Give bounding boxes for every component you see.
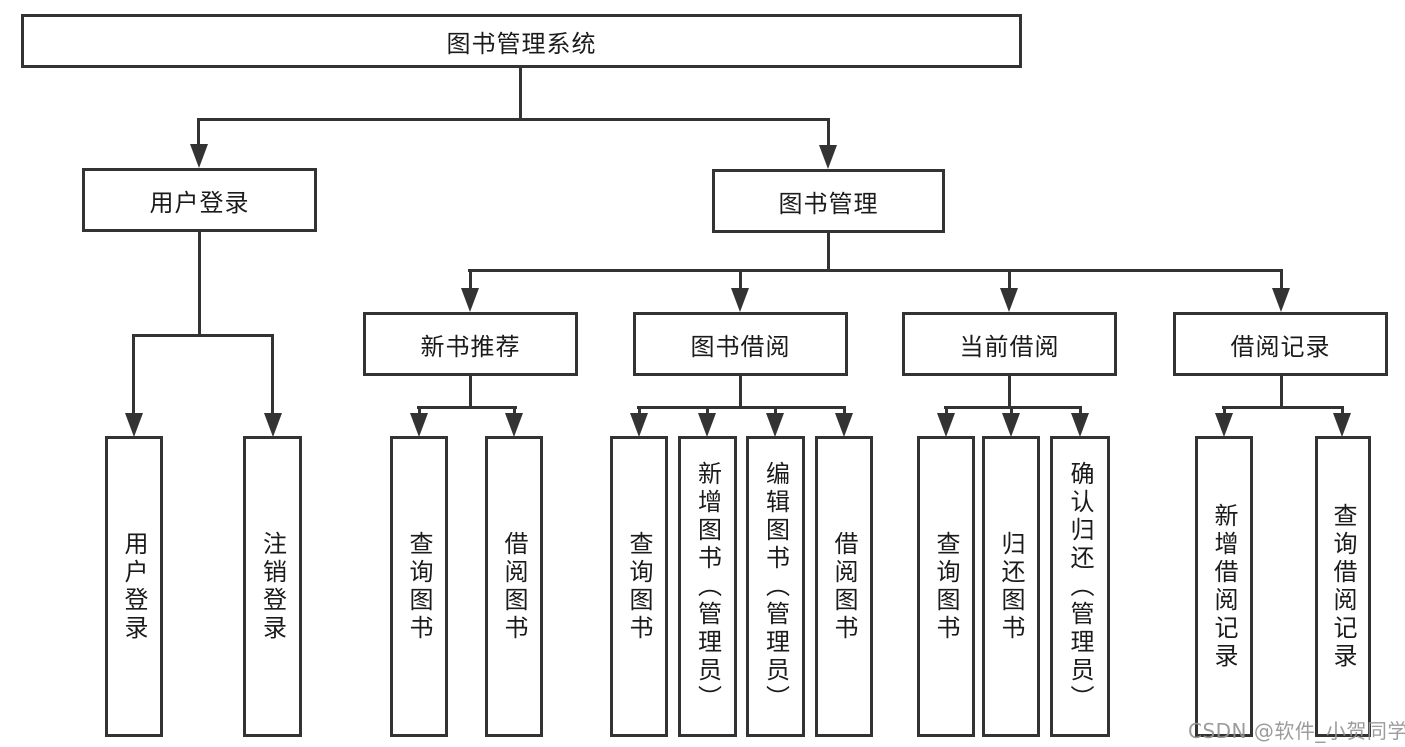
arrowhead-down-icon — [505, 413, 523, 437]
connector-line — [1280, 269, 1283, 292]
arrowhead-down-icon — [819, 145, 837, 169]
connector-line — [132, 334, 135, 415]
leaf-edit-book-admin: 编辑图书（管理员） — [746, 436, 805, 737]
connector-line — [198, 232, 201, 337]
leaf-label: 归还图书 — [997, 530, 1025, 643]
arrowhead-down-icon — [630, 413, 648, 437]
connector-line — [1223, 406, 1226, 417]
leaf-label: 新增借阅记录 — [1210, 502, 1238, 671]
connector-line — [706, 406, 709, 417]
connector-line — [469, 376, 472, 409]
leaf-add-book-admin: 新增图书（管理员） — [678, 436, 737, 737]
arrowhead-down-icon — [698, 413, 716, 437]
node-borrow-records: 借阅记录 — [1173, 312, 1388, 376]
connector-line — [638, 406, 641, 417]
leaf-label: 借阅图书 — [500, 530, 528, 643]
leaf-user-login: 用户登录 — [105, 436, 163, 737]
node-label: 新书推荐 — [420, 332, 521, 361]
node-label: 借阅记录 — [1230, 332, 1331, 361]
node-book-borrow: 图书借阅 — [633, 312, 848, 376]
arrowhead-down-icon — [125, 413, 143, 437]
node-book-management: 图书管理 — [712, 169, 945, 233]
node-label: 当前借阅 — [959, 332, 1060, 361]
leaf-confirm-return-admin: 确认归还（管理员） — [1050, 436, 1110, 737]
leaf-query-books-recommend: 查询图书 — [390, 436, 448, 737]
node-label: 用户登录 — [149, 188, 250, 217]
node-user-login: 用户登录 — [82, 168, 317, 232]
leaf-label: 查询图书 — [405, 530, 433, 643]
arrowhead-down-icon — [1215, 413, 1233, 437]
arrowhead-down-icon — [190, 144, 208, 168]
leaf-add-borrow-record: 新增借阅记录 — [1195, 436, 1253, 737]
leaf-label: 用户登录 — [120, 530, 148, 643]
connector-line — [774, 406, 777, 417]
connector-line — [271, 334, 274, 415]
leaf-label: 查询图书 — [625, 530, 653, 643]
connector-line — [519, 68, 522, 121]
connector-line — [1008, 376, 1011, 409]
connector-line — [418, 406, 421, 417]
arrowhead-down-icon — [264, 413, 282, 437]
arrowhead-down-icon — [1333, 413, 1351, 437]
leaf-return-book: 归还图书 — [982, 436, 1040, 737]
connector-line — [469, 269, 472, 292]
connector-line — [417, 406, 517, 409]
arrowhead-down-icon — [1272, 288, 1290, 312]
leaf-label: 注销登录 — [258, 530, 287, 643]
node-new-book-recommend: 新书推荐 — [363, 312, 578, 376]
leaf-label: 查询借阅记录 — [1329, 502, 1357, 671]
arrowhead-down-icon — [461, 288, 479, 312]
connector-line — [637, 406, 846, 409]
arrowhead-down-icon — [766, 413, 784, 437]
arrowhead-down-icon — [1071, 413, 1089, 437]
connector-line — [739, 269, 742, 292]
connector-line — [132, 334, 274, 337]
connector-line — [1341, 406, 1344, 417]
arrowhead-down-icon — [1002, 413, 1020, 437]
leaf-label: 确认归还（管理员） — [1066, 460, 1094, 713]
leaf-query-books-borrow: 查询图书 — [610, 436, 668, 737]
leaf-label: 查询图书 — [932, 530, 960, 643]
leaf-query-borrow-record: 查询借阅记录 — [1315, 436, 1371, 737]
leaf-label: 编辑图书（管理员） — [761, 460, 790, 713]
connector-line — [827, 233, 830, 272]
leaf-label: 借阅图书 — [830, 530, 858, 643]
connector-line — [945, 406, 948, 417]
leaf-logout: 注销登录 — [243, 436, 302, 737]
connector-line — [1079, 406, 1082, 417]
arrowhead-down-icon — [731, 288, 749, 312]
connector-line — [1010, 406, 1013, 417]
connector-line — [944, 406, 1082, 409]
node-label: 图书管理系统 — [446, 29, 597, 58]
arrowhead-down-icon — [1000, 288, 1018, 312]
arrowhead-down-icon — [835, 413, 853, 437]
connector-line — [468, 269, 1283, 272]
leaf-borrow-books-recommend: 借阅图书 — [485, 436, 543, 737]
watermark: CSDN @软件_小贺同学 — [1188, 719, 1405, 743]
leaf-label: 新增图书（管理员） — [693, 460, 722, 713]
connector-line — [197, 118, 830, 121]
arrowhead-down-icon — [937, 413, 955, 437]
leaf-query-books-current: 查询图书 — [917, 436, 975, 737]
node-root: 图书管理系统 — [21, 14, 1022, 68]
node-label: 图书管理 — [778, 189, 879, 218]
connector-line — [843, 406, 846, 417]
connector-line — [739, 376, 742, 409]
connector-line — [1280, 376, 1283, 409]
node-current-borrow: 当前借阅 — [902, 312, 1117, 376]
node-label: 图书借阅 — [690, 332, 791, 361]
leaf-borrow-books: 借阅图书 — [815, 436, 873, 737]
connector-line — [1222, 406, 1344, 409]
arrowhead-down-icon — [410, 413, 428, 437]
connector-line — [827, 118, 830, 148]
connector-line — [1008, 269, 1011, 292]
connector-line — [513, 406, 516, 417]
connector-line — [197, 118, 200, 148]
